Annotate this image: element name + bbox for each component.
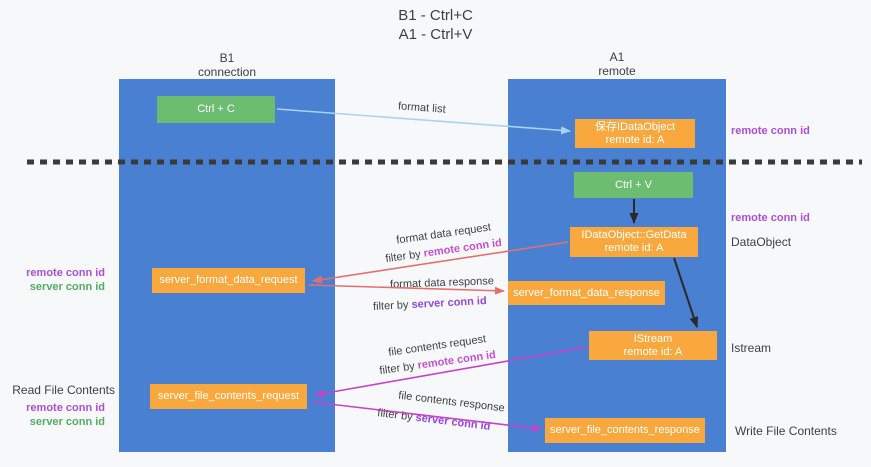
filter-by-text: filter by [384,247,425,266]
server-conn-id-highlight: server conn id [414,411,492,433]
format-list-label: format list [397,100,447,116]
ctrl-v-label: Ctrl + V [615,178,652,191]
remote-conn-id-annotation-mid: remote conn id [731,212,810,224]
istream-line1: IStream [633,332,673,345]
write-file-contents-annotation: Write File Contents [735,424,837,438]
filter-by-server-2: filter by server conn id [377,407,491,433]
server-conn-id-highlight: server conn id [411,295,487,311]
server-file-contents-response-label: server_file_contents_response [550,424,700,436]
save-idataobject-box: 保存IDataObject remote id: A [575,119,695,148]
getdata-line1: IDataObject::GetData [581,229,687,241]
ctrl-c-box: Ctrl + C [157,96,275,123]
istream-annotation: Istream [731,341,772,355]
right-column-name: A1 [609,50,625,64]
left-column-name: B1 [219,51,235,65]
server-conn-id-label: server conn id [29,281,105,293]
left-conn-id-annotation-top: remote conn id server conn id [8,266,105,294]
server-format-data-response-label: server_format_data_response [513,286,660,299]
remote-conn-id-annotation-top: remote conn id [731,125,810,137]
filter-by-text: filter by [372,298,412,313]
istream-box: IStream remote id: A [589,331,717,360]
istream-line2: remote id: A [623,345,683,358]
server-conn-id-label: server conn id [29,416,105,428]
remote-conn-id-label: remote conn id [26,267,105,279]
server-format-data-request-box: server_format_data_request [152,268,305,293]
right-column-header: A1 remote [508,50,726,78]
server-format-data-request-label: server_format_data_request [159,274,298,286]
filter-by-server-1: filter by server conn id [373,295,487,313]
right-column-role: remote [598,64,636,78]
ctrl-c-label: Ctrl + C [197,103,235,115]
server-file-contents-request-label: server_file_contents_request [157,390,300,402]
read-file-contents-annotation: Read File Contents [12,383,115,397]
title-line-1: B1 - Ctrl+C [398,7,473,24]
format-data-response-label: format data response [389,275,495,291]
left-column-header: B1 connection [119,51,335,79]
getdata-line2: remote id: A [604,242,664,254]
diagram-title: B1 - Ctrl+C A1 - Ctrl+V [0,6,871,44]
ctrl-v-box: Ctrl + V [574,172,693,198]
idataobject-getdata-box: IDataObject::GetData remote id: A [570,227,698,257]
save-idataobject-line1: 保存IDataObject [594,120,676,133]
dataobject-annotation: DataObject [731,235,792,249]
left-conn-id-annotation-bottom: remote conn id server conn id [8,401,105,429]
server-file-contents-request-box: server_file_contents_request [150,384,307,409]
server-format-data-response-box: server_format_data_response [508,281,665,305]
save-idataobject-line2: remote id: A [605,133,665,146]
server-file-contents-response-box: server_file_contents_response [545,418,705,443]
remote-conn-id-label: remote conn id [26,402,105,414]
filter-by-text: filter by [376,407,417,424]
filter-by-text: filter by [378,359,419,378]
title-line-2: A1 - Ctrl+V [398,26,473,43]
left-column-role: connection [197,65,257,79]
